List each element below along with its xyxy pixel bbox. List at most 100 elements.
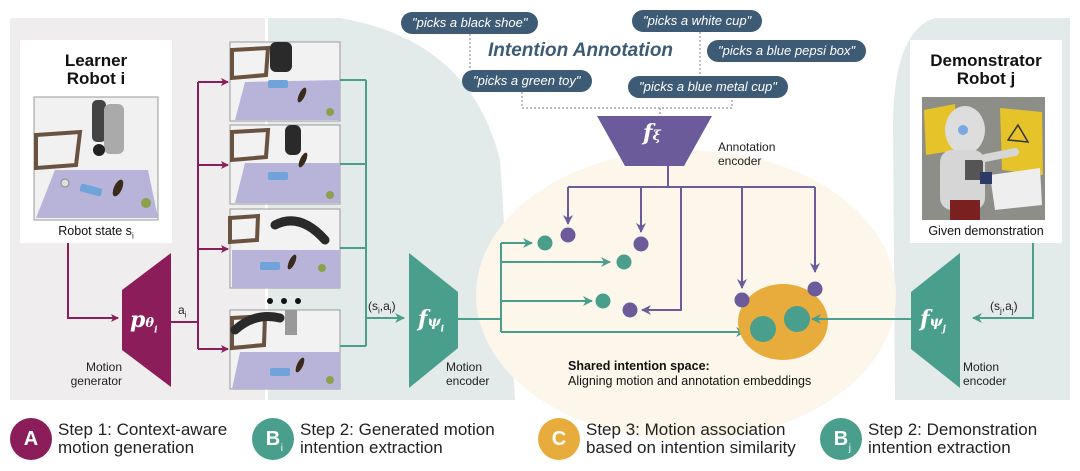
input-label-sub: j [1011, 306, 1014, 316]
demonstration-to-encoder-arrow [972, 243, 1034, 323]
motion-encoder-i-label-line2: encoder [446, 374, 490, 388]
input-label-part: (s [368, 299, 378, 313]
learner-title-line2: Robot i [66, 69, 126, 88]
input-label-sub: j [1000, 306, 1002, 316]
action-label-sub: i [184, 310, 187, 320]
motion-embedding-dot [595, 293, 611, 309]
annotation-phrase: "picks a white cup" [632, 10, 763, 32]
learner-robot-image [33, 96, 159, 221]
generated-frame-4 [229, 309, 341, 390]
motion-encoder-j-block [911, 253, 960, 388]
annotation-encoder-trunk [568, 166, 815, 188]
symbol-psi: ψ [929, 314, 943, 330]
generated-frame-1 [229, 41, 341, 122]
legend-text: Step 3: Motion association based on inte… [586, 421, 796, 457]
motion-encoder-j-label-line2: encoder [963, 374, 1007, 388]
motion-generator-symbol: pθi [130, 307, 157, 335]
legend-text: Step 2: Demonstration intention extracti… [868, 421, 1037, 457]
generated-frame-3 [228, 208, 341, 289]
legend-badge-letter: A [23, 427, 39, 450]
annotation-phrase: "picks a blue metal cup" [628, 76, 788, 98]
legend-text-line1: Step 1: Context-aware [58, 420, 228, 439]
legend-badge-subscript: j [848, 443, 851, 454]
legend-badge-subscript: i [280, 443, 283, 454]
intention-annotation-title: Intention Annotation [488, 40, 674, 61]
symbol-p: p [130, 307, 146, 333]
motion-generator-label-line2: generator [70, 374, 122, 388]
motion-encoder-j-label: Motion encoder [963, 360, 1006, 388]
legend-step-c: C Step 3: Motion association based on in… [538, 418, 796, 460]
symbol-psi: ψ [427, 314, 441, 330]
annotation-phrase: "picks a green toy" [462, 70, 592, 92]
legend-text: Step 1: Context-aware motion generation [58, 421, 227, 457]
annotation-encoder-symbol: fξ [643, 120, 661, 146]
robot-state-text: Robot state s [58, 224, 132, 238]
annotation-encoder-label-line2: encoder [718, 154, 762, 168]
annotation-embedding-dot [560, 227, 576, 243]
annotation-phrase: "picks a black shoe" [401, 12, 539, 34]
legend-text-line2: based on intention similarity [586, 438, 796, 457]
input-label-part: ,a [1001, 299, 1012, 313]
legend-badge-letter: B [833, 427, 849, 450]
annotation-embedding-dot [622, 302, 638, 318]
motion-encoder-i-block [409, 253, 458, 388]
action-label: ai [178, 303, 186, 322]
motion-encoder-i-symbol: fψi [418, 306, 444, 334]
motion-embedding-dot [537, 235, 553, 251]
legend-badge-c: C [538, 418, 580, 460]
shared-space-title: Shared intention space: [568, 359, 710, 373]
motion-encoder-j-label-line1: Motion [963, 360, 1000, 374]
motion-encoder-i-label: Motion encoder [446, 360, 489, 388]
shared-space-subtitle: Aligning motion and annotation embedding… [568, 374, 812, 388]
shared-intention-space-bg [476, 150, 896, 440]
symbol-f: f [643, 120, 653, 146]
legend-badge-letter: C [551, 427, 567, 450]
generated-frame-2 [229, 124, 341, 205]
learner-title: Learner Robot i [20, 52, 172, 88]
demonstrator-title: Demonstrator Robot j [910, 52, 1062, 88]
motion-embedding-dot-aligned-j [784, 306, 810, 332]
annotation-phrase: "picks a blue pepsi box" [707, 40, 867, 62]
legend-text-line2: intention extraction [868, 438, 1011, 457]
motion-encoder-i-label-line1: Motion [446, 360, 483, 374]
frames-collector [340, 79, 367, 347]
annotation-arrow-3 [641, 187, 682, 315]
input-label-part: ) [1013, 299, 1018, 313]
annotation-dotted-links [469, 28, 733, 116]
encoder-i-output-trunk [458, 243, 502, 332]
annotation-encoder-label-line1: Annotation [718, 140, 776, 154]
legend-text-line2: motion generation [58, 438, 195, 457]
annotation-embedding-dot [633, 236, 649, 252]
annotation-embedding-dot [734, 292, 750, 308]
symbol-i: i [154, 325, 158, 336]
symbol-i: i [440, 324, 445, 335]
action-label-a: a [178, 303, 185, 317]
legend-text-line1: Step 2: Demonstration [868, 420, 1038, 439]
robot-state-subscript: i [131, 231, 134, 241]
annotation-encoder-block [597, 116, 712, 166]
motion-generator-label: Motion generator [70, 360, 122, 388]
input-label-sub: i [378, 306, 380, 316]
state-to-generator-arrow [67, 243, 119, 322]
demonstrator-robot-image [922, 97, 1045, 220]
motion-embedding-dot [616, 254, 632, 270]
legend-text-line1: Step 2: Generated motion [300, 420, 495, 439]
legend-text-line2: intention extraction [300, 438, 443, 457]
learner-title-line1: Learner [64, 51, 128, 70]
input-label-part: (s [990, 299, 1000, 313]
given-demonstration-caption: Given demonstration [928, 224, 1044, 238]
shared-space-caption: Shared intention space: Aligning motion … [568, 359, 811, 389]
legend-badge-letter: B [265, 427, 281, 450]
input-label-part: ) [391, 299, 396, 313]
motion-encoder-j-symbol: fψj [920, 306, 946, 334]
legend-badge-a: A [10, 418, 52, 460]
demonstrator-title-line2: Robot j [956, 69, 1016, 88]
legend-text: Step 2: Generated motion intention extra… [300, 421, 495, 457]
encoder-j-input-label: (sj,aj) [990, 299, 1018, 318]
input-label-sub: i [389, 306, 392, 316]
